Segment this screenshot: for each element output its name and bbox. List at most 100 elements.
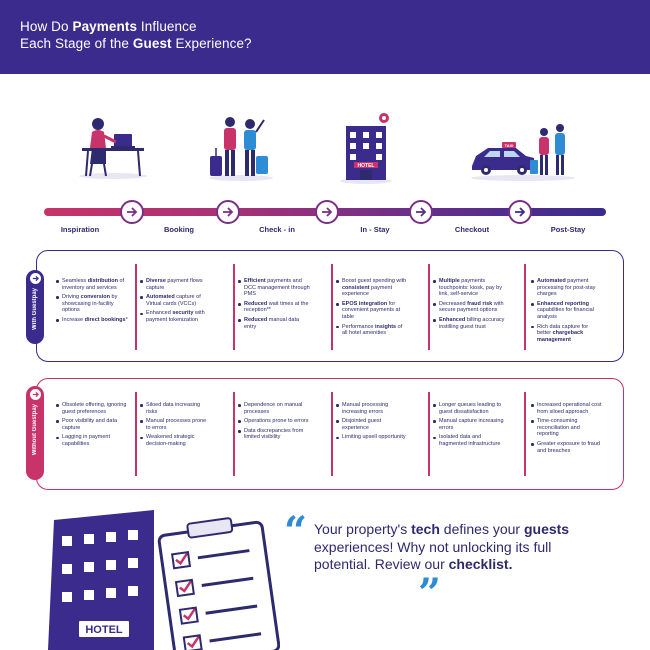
text-run: Experience? xyxy=(171,36,252,51)
benefit-run: Boost guest spending with xyxy=(342,278,407,284)
quote-close-icon: ” xyxy=(418,570,442,617)
text-run: Each Stage of the xyxy=(20,36,133,51)
arrow-right-icon xyxy=(127,207,138,217)
benefit-run: Enhanced reporting xyxy=(537,300,589,307)
benefit-run: conversion xyxy=(80,294,110,301)
arrow-right-icon xyxy=(32,391,39,398)
benefit-run: chargeback management xyxy=(537,330,584,343)
benefit-run: payments and DCC management through PMS xyxy=(244,278,310,298)
column-divider xyxy=(233,392,235,476)
benefit-run: Reduced xyxy=(244,316,268,323)
without-column-inspiration: Obsolete offering, ignoring guest prefer… xyxy=(56,402,128,451)
benefit-item: Seamless distribution of inventory and s… xyxy=(56,278,128,291)
benefit-item: Efficient payments and DCC management th… xyxy=(238,278,310,298)
benefit-run: of all hotel amenities xyxy=(342,323,403,337)
column-divider xyxy=(135,264,137,350)
header-title-line1: How Do Payments Influence xyxy=(20,19,197,34)
benefit-item: Reduced wait times at the reception** xyxy=(238,301,310,314)
drawback-item: Manual processing increasing errors xyxy=(336,402,408,415)
without-column-post-stay: Increased operational cost from siloed a… xyxy=(531,402,603,457)
benefit-run: direct bookings xyxy=(84,316,126,323)
benefit-run: Increase xyxy=(62,316,85,323)
drawback-item: Manual capture increasing errors xyxy=(433,418,505,431)
column-divider xyxy=(331,264,333,350)
drawback-item: Isolated data and fragmented infrastruct… xyxy=(433,434,505,447)
column-divider xyxy=(135,392,137,476)
stage-label-inspiration: Inspiration xyxy=(60,225,100,234)
arrow-right-icon xyxy=(416,207,427,217)
benefit-run: Performance xyxy=(342,323,376,330)
column-divider xyxy=(524,392,526,476)
stage-label-booking: Booking xyxy=(164,225,194,234)
benefit-run: Rich data capture for better xyxy=(537,323,589,337)
drawback-item: Increased operational cost from siloed a… xyxy=(531,402,603,415)
benefit-run: Automated xyxy=(537,278,566,284)
drawback-item: Poor visibility and data capture xyxy=(56,418,128,431)
benefit-run: with secure payment options xyxy=(439,300,504,314)
benefit-run: consistent xyxy=(342,284,370,291)
benefit-run: EPOS integration xyxy=(342,300,388,307)
without-guestpay-panel xyxy=(36,378,624,490)
with-column-inspiration: Seamless distribution of inventory and s… xyxy=(56,278,128,327)
without-guestpay-tab: Without Guestpay xyxy=(26,386,44,480)
drawback-item: Disjointed guest experience xyxy=(336,418,408,431)
bottom-hotel-sign: HOTEL xyxy=(85,624,123,636)
benefit-item: Increase direct bookings* xyxy=(56,317,128,324)
timeline-arrow-node xyxy=(216,200,240,224)
stage-label-in-stay: In - Stay xyxy=(360,225,390,234)
timeline-arrow-node xyxy=(508,200,532,224)
benefit-run: payment experience xyxy=(342,284,393,298)
benefit-run: capabilities for financial analysis xyxy=(537,307,594,320)
benefit-item: Diverse payment flows capture xyxy=(140,278,212,291)
text-run: Guest xyxy=(132,36,172,51)
benefit-run: with payment tokenization xyxy=(146,310,205,323)
benefit-item: Automated capture of Virtual cards (VCCs… xyxy=(140,294,212,307)
column-divider xyxy=(233,264,235,350)
benefit-run: by showcasing in-facility options xyxy=(62,294,118,314)
text-run: tech xyxy=(411,521,440,537)
benefit-item: Automated payment processing for post-st… xyxy=(531,278,603,298)
text-run: Payments xyxy=(72,19,138,34)
timeline-arrow-node xyxy=(120,200,144,224)
column-divider xyxy=(524,264,526,350)
benefit-run: insights xyxy=(375,323,397,330)
benefit-run: Decreased xyxy=(439,300,468,307)
drawback-item: Greater exposure to fraud and breaches xyxy=(531,441,603,454)
benefit-item: Enhanced billing accuracy instilling gue… xyxy=(433,317,505,330)
benefit-run: Driving xyxy=(62,294,81,301)
without-guestpay-label: Without Guestpay xyxy=(32,404,38,456)
travellers-illustration xyxy=(209,117,273,181)
benefit-run: for convenient payments at table xyxy=(342,300,401,320)
stage-label-post-stay: Post-Stay xyxy=(550,225,586,234)
benefit-item: Reduced manual data entry xyxy=(238,317,310,330)
text-run: experiences! Why not unlocking its full … xyxy=(314,538,552,573)
benefit-run: security xyxy=(172,310,194,317)
text-run: Influence xyxy=(137,19,197,34)
text-run: checklist. xyxy=(448,556,513,572)
timeline-arrow-node xyxy=(315,200,339,224)
taxi-illustration: TAXI xyxy=(471,124,575,181)
benefit-run: capture of Virtual cards (VCCs) xyxy=(146,294,201,307)
text-run: defines your xyxy=(439,521,524,537)
tab-arrow xyxy=(29,389,41,400)
with-guestpay-panel xyxy=(36,250,624,362)
drawback-item: Obsolete offering, ignoring guest prefer… xyxy=(56,402,128,415)
stage-label-check-in: Check - in xyxy=(259,225,295,234)
drawback-item: Data discrepancies from limited visibili… xyxy=(238,428,310,441)
arrow-right-icon xyxy=(322,207,333,217)
text-run: guests xyxy=(523,521,570,537)
text-run: Your property's xyxy=(314,521,412,537)
benefit-run: fraud risk xyxy=(467,300,493,307)
with-column-checkout: Multiple payments touchpoints: kiosk, pa… xyxy=(433,278,505,333)
benefit-run: payments touchpoints: kiosk, pay by link… xyxy=(439,278,502,298)
drawback-item: Longer queues leading to guest dissatisf… xyxy=(433,402,505,415)
drawback-item: Dependence on manual processes xyxy=(238,402,310,415)
benefit-item: Decreased fraud risk with secure payment… xyxy=(433,301,505,314)
hotel-sign: HOTEL xyxy=(358,163,375,169)
arrow-right-icon xyxy=(32,275,39,282)
benefit-item: Rich data capture for better chargeback … xyxy=(531,324,603,344)
benefit-run: wait times at the reception** xyxy=(244,300,309,314)
drawback-item: Siloed data increasing risks xyxy=(140,402,212,415)
